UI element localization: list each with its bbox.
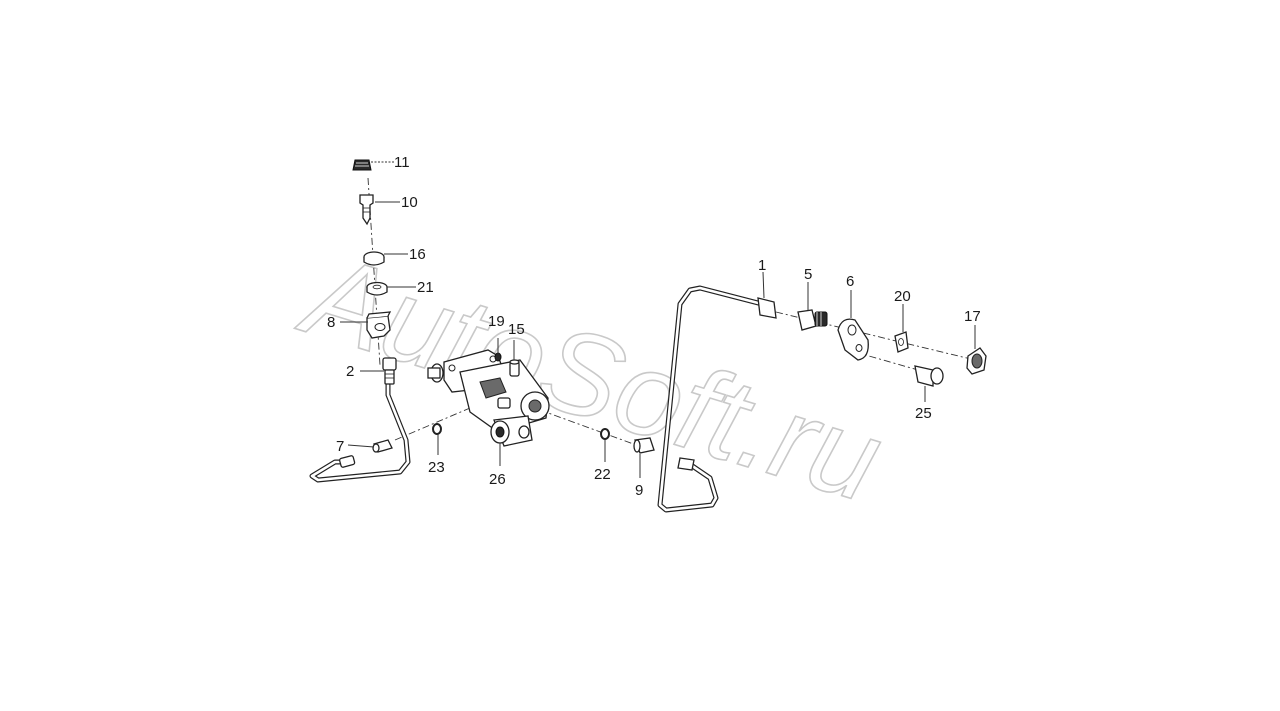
part-11-dust-cap <box>352 159 372 171</box>
part-25-bolt <box>914 365 944 387</box>
part-21-washer <box>366 281 388 296</box>
callout-25: 25 <box>915 405 932 422</box>
callout-19: 19 <box>488 313 505 330</box>
callout-21: 21 <box>417 279 434 296</box>
callout-6: 6 <box>846 273 854 290</box>
right-brake-pipe <box>657 285 777 513</box>
callout-labels: 11 10 16 21 8 2 7 23 19 15 26 22 9 1 5 6… <box>327 154 981 499</box>
part-15-fitting <box>509 359 520 377</box>
callout-10: 10 <box>401 194 418 211</box>
part-2-pipe-fitting <box>382 357 397 385</box>
callout-15: 15 <box>508 321 525 338</box>
part-19-nut <box>494 352 502 362</box>
callout-16: 16 <box>409 246 426 263</box>
left-brake-pipe <box>309 382 411 483</box>
part-10-bleed-screw <box>359 194 374 226</box>
part-6-flange-plate <box>837 318 869 361</box>
callout-leaders <box>340 161 976 478</box>
part-20-washer <box>894 331 909 353</box>
part-7-union-nut <box>372 439 393 453</box>
callout-20: 20 <box>894 288 911 305</box>
part-23-o-ring <box>432 423 442 435</box>
part-22-o-ring <box>600 428 610 440</box>
callout-5: 5 <box>804 266 812 283</box>
part-17-nut <box>966 347 987 375</box>
callout-23: 23 <box>428 459 445 476</box>
callout-11: 11 <box>394 154 410 171</box>
callout-22: 22 <box>594 466 611 483</box>
callout-1: 1 <box>758 257 766 274</box>
callout-17: 17 <box>964 308 981 325</box>
callout-8: 8 <box>327 314 335 331</box>
callout-9: 9 <box>635 482 643 499</box>
part-16-banjo-fitting <box>363 251 385 266</box>
part-26-slave-cylinder <box>427 349 550 447</box>
callout-26: 26 <box>489 471 506 488</box>
callout-7: 7 <box>336 438 344 455</box>
part-9-adapter <box>633 437 655 454</box>
part-5-adapter <box>797 309 828 331</box>
callout-2: 2 <box>346 363 354 380</box>
part-8-mounting-bracket <box>366 311 392 339</box>
